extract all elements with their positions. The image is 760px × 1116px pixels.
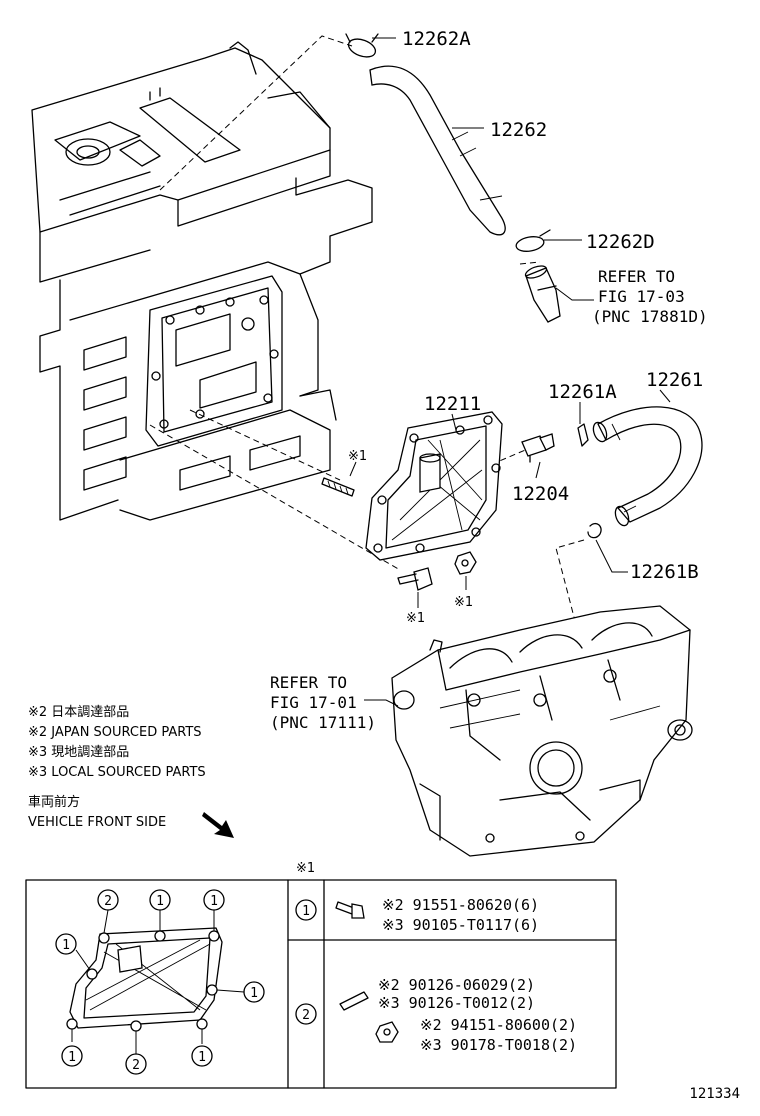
bolt-drawing bbox=[397, 567, 433, 591]
leader-lines bbox=[349, 37, 671, 707]
hose-12261-drawing bbox=[577, 406, 703, 539]
detail-table-frame bbox=[25, 879, 617, 1089]
row1-key-circle bbox=[295, 899, 317, 921]
map-label-8: 1 bbox=[198, 1050, 206, 1065]
hose-12262-drawing bbox=[345, 33, 551, 252]
refer-upper-line1: REFER TO bbox=[598, 267, 675, 286]
refer-lower-line2: FIG 17-01 bbox=[270, 693, 357, 712]
row1-bolt-icon bbox=[335, 901, 365, 919]
callout-12261a: 12261A bbox=[548, 381, 617, 403]
row2-stud-icon bbox=[339, 991, 369, 1011]
intake-manifold-drawing bbox=[391, 605, 693, 857]
row2-part-4: ※3 90178-T0018(2) bbox=[420, 1036, 577, 1054]
detail-header: ※1 bbox=[296, 861, 315, 876]
map-label-5: 1 bbox=[250, 986, 258, 1001]
callout-12261: 12261 bbox=[646, 369, 703, 391]
callout-12204: 12204 bbox=[512, 483, 569, 505]
legend-line-1: ※2 日本調達部品 bbox=[28, 705, 129, 720]
nut-drawing bbox=[454, 551, 477, 575]
refer-upper-line2: FIG 17-03 bbox=[598, 287, 685, 306]
refer-lower-line3: (PNC 17111) bbox=[270, 713, 376, 732]
row1-part-2: ※3 90105-T0117(6) bbox=[382, 916, 539, 934]
mark1-nut: ※1 bbox=[454, 595, 473, 610]
pcv-fitting-drawing bbox=[524, 265, 561, 323]
map-label-2: 1 bbox=[156, 894, 164, 909]
cover-12211-drawing bbox=[365, 411, 503, 561]
direction-en: VEHICLE FRONT SIDE bbox=[28, 815, 166, 830]
figure-id: 121334 bbox=[689, 1086, 740, 1102]
callout-12262a: 12262A bbox=[402, 28, 471, 50]
row2-key-circle bbox=[295, 1003, 317, 1025]
callout-12261b: 12261B bbox=[630, 561, 699, 583]
row2-key: 2 bbox=[302, 1008, 310, 1023]
front-direction-arrow-icon bbox=[202, 812, 234, 838]
engine-block-drawing bbox=[31, 41, 373, 521]
refer-upper-line3: (PNC 17881D) bbox=[592, 307, 708, 326]
row2-part-1: ※2 90126-06029(2) bbox=[378, 976, 535, 994]
direction-jp: 車両前方 bbox=[28, 794, 80, 810]
row1-part-1: ※2 91551-80620(6) bbox=[382, 896, 539, 914]
mark1-stud: ※1 bbox=[348, 449, 367, 464]
row2-part-2: ※3 90126-T0012(2) bbox=[378, 994, 535, 1012]
cover-bolt-map bbox=[55, 889, 265, 1075]
valve-12204-drawing bbox=[521, 433, 555, 463]
legend-line-4: ※3 LOCAL SOURCED PARTS bbox=[28, 765, 206, 780]
refer-lower-line1: REFER TO bbox=[270, 673, 347, 692]
row1-key: 1 bbox=[302, 904, 310, 919]
legend-line-2: ※2 JAPAN SOURCED PARTS bbox=[28, 725, 202, 740]
map-label-7: 2 bbox=[132, 1058, 140, 1073]
row2-nut-icon bbox=[375, 1021, 399, 1043]
map-label-1: 2 bbox=[104, 894, 112, 909]
callout-12262: 12262 bbox=[490, 119, 547, 141]
callout-12211: 12211 bbox=[424, 393, 481, 415]
callout-12262d: 12262D bbox=[586, 231, 655, 253]
legend-line-3: ※3 現地調達部品 bbox=[28, 745, 129, 760]
map-label-6: 1 bbox=[68, 1050, 76, 1065]
assembly-lines bbox=[149, 35, 585, 641]
row2-part-3: ※2 94151-80600(2) bbox=[420, 1016, 577, 1034]
map-label-3: 1 bbox=[210, 894, 218, 909]
stud-drawing bbox=[321, 477, 355, 497]
map-label-4: 1 bbox=[62, 938, 70, 953]
mark1-bolt: ※1 bbox=[406, 611, 425, 626]
